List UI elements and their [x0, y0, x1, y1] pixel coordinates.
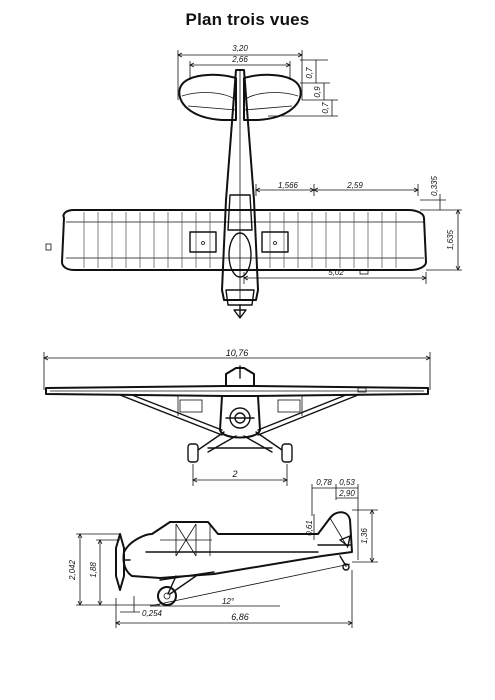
dim-side-height: 1,88: [89, 562, 98, 578]
top-view: 3,20 2,66 0,7 0,9 0,7: [45, 44, 462, 319]
gear-track-dimension: [192, 464, 288, 486]
side-top-dimension-lines: [311, 484, 378, 563]
dim-wing-outer: 2,59: [346, 181, 363, 190]
propeller-side: [115, 533, 131, 591]
tail-dimension-lines: [177, 50, 338, 117]
dim-front-span: 10,76: [226, 348, 249, 358]
dim-side-fin-height: 1,36: [360, 528, 369, 544]
dim-tail-inner: 2,66: [231, 55, 248, 64]
side-length-dimension-line: [115, 570, 353, 628]
dim-wing-chord: 1,635: [446, 229, 455, 250]
wing-dimension-lines: [243, 184, 462, 284]
fuselage-front: [219, 365, 261, 439]
tailplane: [178, 73, 302, 121]
side-view: 0,78 0,53 2,90 0,61 1,36: [68, 478, 378, 628]
dim-side-c: 2,90: [338, 489, 355, 498]
side-ground-lines: [149, 563, 351, 607]
wing-top: [45, 209, 427, 275]
dim-tail-c: 0,7: [321, 102, 330, 114]
landing-gear-front: [187, 431, 293, 463]
dim-tail-a: 0,7: [305, 67, 314, 79]
dim-wing-root: 1,566: [278, 181, 299, 190]
dim-tail-span: 3,20: [232, 44, 248, 53]
dim-half-span: 5,02: [328, 268, 344, 277]
fuselage-side: [122, 511, 353, 579]
side-vertical-dimension-lines: [76, 533, 160, 613]
wing-ribs: [83, 212, 397, 268]
landing-gear-side: [157, 555, 350, 606]
front-view: 10,76: [43, 348, 431, 486]
dim-side-height-total: 2,042: [68, 559, 77, 581]
dim-gear-track: 2: [231, 469, 237, 479]
fuselage-top: [221, 69, 259, 319]
dim-side-fin: 0,61: [305, 520, 314, 536]
wing-struts-front: [119, 394, 359, 436]
dim-side-b: 0,53: [339, 478, 355, 487]
wing-front: [45, 385, 429, 397]
dim-side-wheel: 0,254: [142, 609, 163, 618]
dim-wing-dihedral: 0,335: [430, 175, 439, 196]
dim-side-length: 6,86: [231, 612, 249, 622]
dim-side-a: 0,78: [316, 478, 332, 487]
drawing-title: Plan trois vues: [185, 10, 310, 29]
front-dimension-lines: [43, 352, 431, 390]
dim-tail-b: 0,9: [313, 86, 322, 98]
dim-side-angle: 12°: [222, 597, 235, 606]
